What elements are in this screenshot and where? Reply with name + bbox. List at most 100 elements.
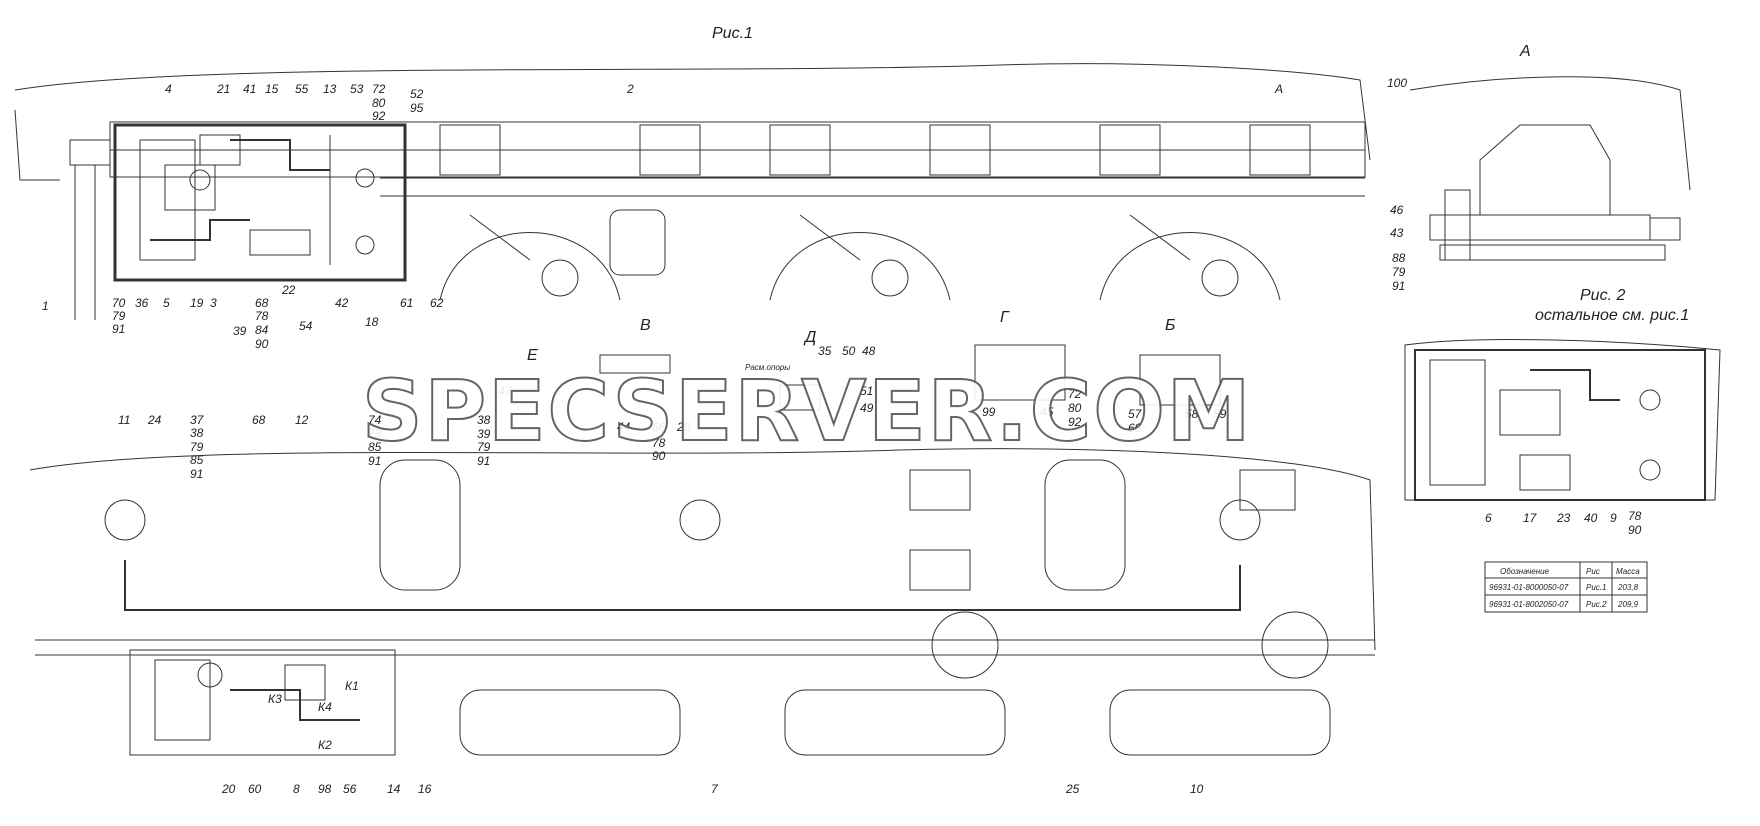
callout-label: 85 [368,440,382,454]
callout-label: 68 [255,296,269,310]
callout-label: 59 [1213,407,1227,421]
drawing-lines [14,63,1721,756]
spec-table: Обозначение Рис Масса 96931-01-8000050-0… [1489,567,1640,609]
callout-label: 98 [318,782,332,796]
callout-label: 43 [1390,226,1404,240]
fig2-title: Рис. 2 [1580,287,1625,304]
callout-label: 72 [372,82,386,96]
callout-label: 41 [243,82,256,96]
callout-label: 55 [295,82,309,96]
callout-label: 3 [210,296,217,310]
callout-label: 74 [368,413,382,427]
callout-label: 10 [1190,782,1204,796]
callout-label: 16 [418,782,432,796]
view-g-label: Г [1000,309,1010,326]
callout-label: 91 [1392,279,1405,293]
callout-label: 56 [343,782,357,796]
callout-label: 92 [372,109,386,123]
callout-label: 100 [1387,76,1407,90]
callout-label: К3 [268,692,282,706]
callout-label: 80 [372,96,386,110]
callout-label: 57 [1128,407,1143,421]
table-header-designation: Обозначение [1500,567,1550,576]
callout-label: 44 [617,420,631,434]
callout-label: 39 [233,324,247,338]
callout-label: 88 [1392,251,1406,265]
callout-label: 78 [652,436,666,450]
callout-label: 5 [163,296,170,310]
callout-label: 79 [190,440,204,454]
callout-label: 37 [190,413,205,427]
callout-label: 36 [135,296,149,310]
callout-label: 12 [295,413,309,427]
view-e-label: Е [527,347,538,364]
callout-label: 48 [862,344,876,358]
callout-label: 72 [1068,387,1082,401]
callout-label: 78 [1628,509,1642,523]
callout-label: 8 [293,782,300,796]
callout-label: 49 [860,401,874,415]
callout-label: 95 [410,101,424,115]
callout-label: 91 [477,454,490,468]
callout-label: 91 [112,322,125,336]
view-v-label: В [640,317,651,334]
callout-label: 90 [1628,523,1642,537]
callout-label: 20 [221,782,236,796]
callout-label: 20 [676,420,691,434]
view-d-label: Д [803,329,816,346]
callout-label: 84 [255,323,269,337]
table-cell: 209,9 [1617,600,1639,609]
callout-label: 91 [368,454,381,468]
callout-label: К1 [345,679,359,693]
callout-label: 38 [477,413,491,427]
callout-label: 42 [335,296,349,310]
callout-label: 25 [1065,782,1080,796]
callout-label: 52 [410,87,424,101]
inline-note: Расм.опоры [745,363,790,372]
callout-label: A [1274,82,1283,96]
table-header-fig: Рис [1586,567,1600,576]
callout-label: 58 [1185,407,1199,421]
callout-label: 91 [190,467,203,481]
callout-label: 79 [112,309,126,323]
view-a-title: А [1519,43,1531,60]
callout-label: 90 [255,337,269,351]
callout-label: 46 [1390,203,1404,217]
callout-label: 17 [1523,511,1538,525]
table-cell: Рис.2 [1586,600,1607,609]
callout-label: 50 [842,344,856,358]
callout-label: 2 [626,82,634,96]
callout-label: 24 [147,413,162,427]
callout-label: 53 [350,82,364,96]
callout-label: 22 [281,283,296,297]
fig1-title: Рис.1 [712,25,753,42]
callout-label: 6 [1485,511,1492,525]
callout-label: 39 [477,427,491,441]
callout-label: 35 [818,344,832,358]
callout-label: 11 [118,413,130,427]
callout-label: 47 [498,384,513,398]
callout-label: 45 [1040,405,1054,419]
callout-label: 85 [190,453,204,467]
callout-label: 38 [190,426,204,440]
view-b-label: Б [1165,317,1175,334]
callout-label: 79 [368,426,382,440]
table-cell: 203,8 [1617,583,1639,592]
callout-label: 19 [190,296,204,310]
callout-label: 21 [216,82,230,96]
callout-label: 79 [477,440,491,454]
callout-label: 60 [1128,421,1142,435]
callout-label: 70 [112,296,126,310]
callout-label: 13 [323,82,337,96]
callout-label: 7 [711,782,719,796]
callout-label: 54 [299,319,313,333]
callout-label: 15 [265,82,279,96]
callout-label: 99 [982,405,996,419]
